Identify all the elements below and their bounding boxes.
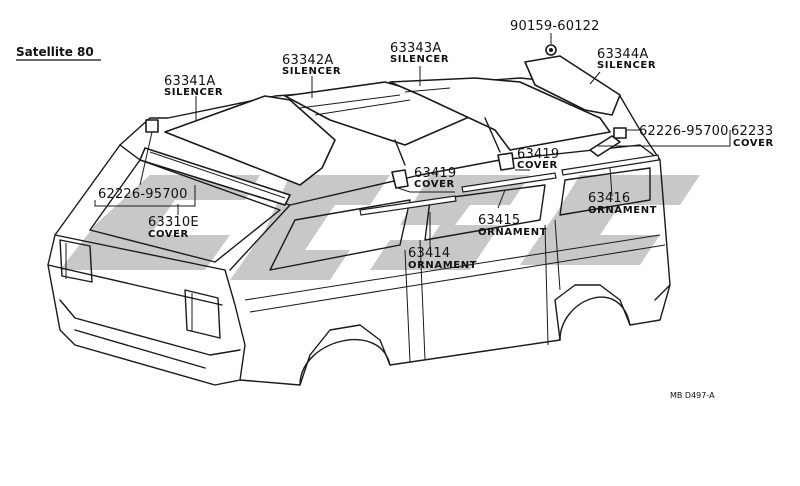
roof-edge-left	[394, 139, 406, 166]
roof-edge-right	[484, 117, 501, 153]
nut-90159-60122	[545, 44, 557, 56]
silencer-63341A	[164, 95, 336, 186]
label-63341A-desc: SILENCER	[164, 87, 223, 98]
ornament-63416	[561, 154, 660, 176]
silencer-63343A	[389, 77, 611, 151]
cover-63310E	[139, 147, 291, 206]
clip-62226-95700-left	[145, 119, 159, 133]
label-63416-desc: ORNAMENT	[588, 205, 657, 216]
label-63419-left-number: 63419	[414, 166, 456, 181]
label-63342A-desc: SILENCER	[282, 66, 341, 77]
label-63344A-number: 63344A	[597, 47, 648, 62]
leader-lines	[94, 33, 731, 247]
van-body	[47, 77, 671, 386]
label-63419-left-desc: COVER	[414, 179, 455, 190]
label-63419-right-number: 63419	[517, 147, 559, 162]
label-62233-number: 62233	[731, 124, 773, 139]
ornament-63415	[461, 172, 557, 193]
label-62233-desc: COVER	[733, 138, 774, 149]
label-63416-number: 63416	[588, 191, 630, 206]
label-63415-desc: ORNAMENT	[478, 227, 547, 238]
label-63310E-desc: COVER	[148, 229, 189, 240]
silencer-63344A	[524, 55, 621, 116]
drawing-code: MB D497-A	[670, 391, 715, 400]
clip-62226-95700-right	[613, 127, 627, 139]
label-63343A-number: 63343A	[390, 41, 441, 56]
label-63342A-number: 63342A	[282, 53, 333, 68]
label-63343A-desc: SILENCER	[390, 54, 449, 65]
diagram-title: Satellite 80	[16, 45, 94, 59]
cover-63419-right	[497, 152, 515, 171]
label-62226-95700-left: 62226-95700	[98, 187, 188, 202]
label-63310E-number: 63310E	[148, 215, 199, 230]
label-63414-desc: ORNAMENT	[408, 260, 477, 271]
cover-63419-left	[391, 169, 409, 189]
label-63341A-number: 63341A	[164, 74, 215, 89]
label-63419-right-desc: COVER	[517, 160, 558, 171]
label-62226-95700-right: 62226-95700	[639, 124, 729, 139]
ornament-63414	[359, 195, 457, 216]
label-63415-number: 63415	[478, 213, 520, 228]
label-90159-60122: 90159-60122	[510, 19, 600, 34]
label-63344A-desc: SILENCER	[597, 60, 656, 71]
label-63414-number: 63414	[408, 246, 450, 261]
